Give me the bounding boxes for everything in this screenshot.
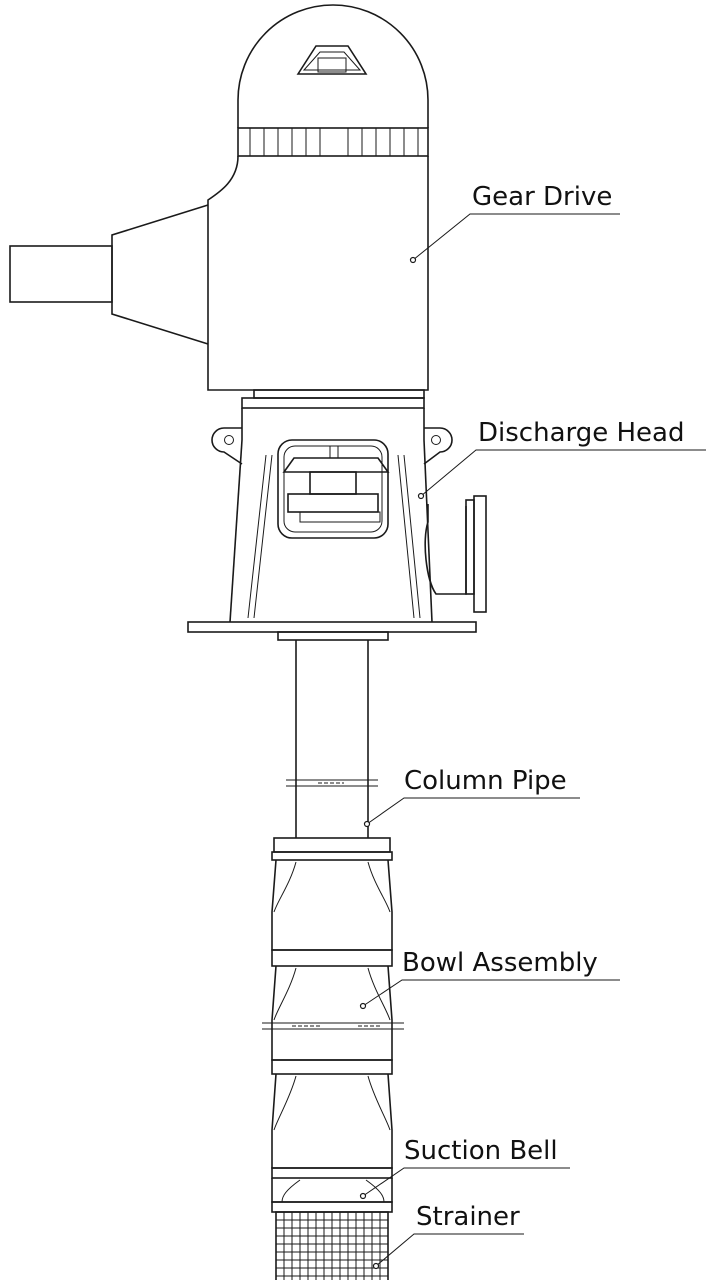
strainer-label: Strainer: [416, 1202, 520, 1232]
gear-drive-drawing: [9, 4, 429, 409]
bowl-assembly-drawing: [262, 837, 404, 1169]
column-pipe-label: Column Pipe: [404, 766, 567, 796]
leader-lines: [359, 213, 706, 1270]
suction-bell-drawing: [271, 1167, 393, 1213]
column-pipe-drawing: [286, 640, 378, 838]
suction-bell-label: Suction Bell: [404, 1136, 558, 1166]
strainer-drawing: [275, 1211, 389, 1283]
discharge-head-label: Discharge Head: [478, 418, 685, 448]
discharge-head-drawing: [187, 408, 487, 641]
gear-drive-label: Gear Drive: [472, 182, 613, 212]
bowl-assembly-label: Bowl Assembly: [402, 948, 598, 978]
